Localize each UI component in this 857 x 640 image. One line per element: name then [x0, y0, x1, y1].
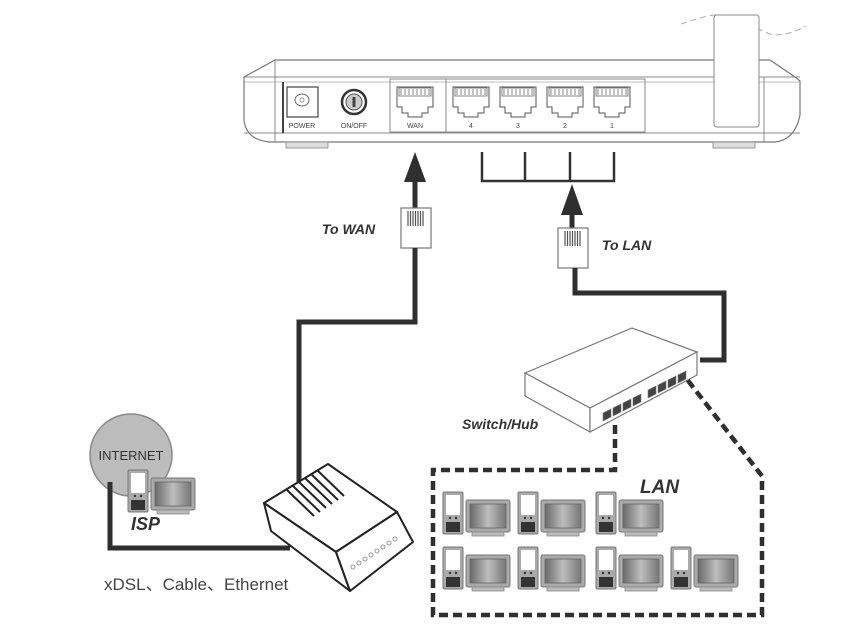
wan-cable — [296, 152, 432, 482]
lan-port-1: 1 — [593, 86, 631, 130]
modem — [263, 463, 414, 592]
power-port: POWER — [286, 86, 319, 130]
lan-computer — [595, 491, 664, 537]
wan-arrow-icon — [404, 152, 426, 182]
lan-port-2-label: 2 — [563, 123, 567, 130]
lan-port-3: 3 — [499, 86, 537, 130]
to-lan-label: To LAN — [602, 237, 652, 253]
lan-computer — [442, 491, 511, 537]
modem-leds — [350, 536, 398, 570]
lan-port-3-label: 3 — [516, 123, 520, 130]
lan-computers — [442, 491, 739, 592]
lan-computer — [442, 546, 511, 592]
antenna-break-line — [680, 14, 807, 36]
lan-port-2: 2 — [546, 86, 584, 130]
switch-hub-label: Switch/Hub — [462, 416, 539, 432]
lan-label: LAN — [640, 477, 680, 498]
wan-port: WAN — [396, 86, 434, 130]
lan-panel — [445, 78, 646, 133]
lan-dashed-boundary — [430, 376, 765, 618]
lan-arrow-icon — [561, 184, 583, 215]
isp-cable — [107, 482, 290, 551]
wan-plug-icon — [400, 207, 432, 249]
lan-port-1-label: 1 — [610, 123, 614, 130]
lan-computer — [595, 546, 664, 592]
router-foot-right — [712, 141, 756, 149]
antenna — [713, 14, 760, 128]
onoff-switch: ON/OFF — [340, 88, 368, 130]
lan-computer — [517, 546, 586, 592]
power-label: POWER — [289, 123, 315, 130]
router: POWER ON/OFF WAN 4 3 2 1 — [243, 14, 807, 149]
lan-cable — [557, 184, 727, 363]
onoff-label: ON/OFF — [341, 123, 367, 130]
internet-label: INTERNET — [99, 448, 164, 463]
router-foot-left — [285, 141, 329, 149]
lan-plug-icon — [557, 227, 589, 269]
lan-port-4: 4 — [452, 86, 490, 130]
switch-hub — [523, 327, 699, 434]
lan-computer — [517, 491, 586, 537]
lan-computer — [670, 546, 739, 592]
wan-label: WAN — [407, 123, 423, 130]
lan-port-bracket — [480, 152, 616, 183]
internet-cloud: INTERNET — [89, 413, 173, 497]
to-wan-label: To WAN — [322, 221, 376, 237]
isp-label: ISP — [131, 514, 161, 534]
lan-port-4-label: 4 — [469, 123, 473, 130]
switch-ports — [602, 370, 687, 422]
modem-types-label: xDSL、Cable、Ethernet — [104, 575, 289, 594]
modem-vents — [286, 469, 345, 517]
